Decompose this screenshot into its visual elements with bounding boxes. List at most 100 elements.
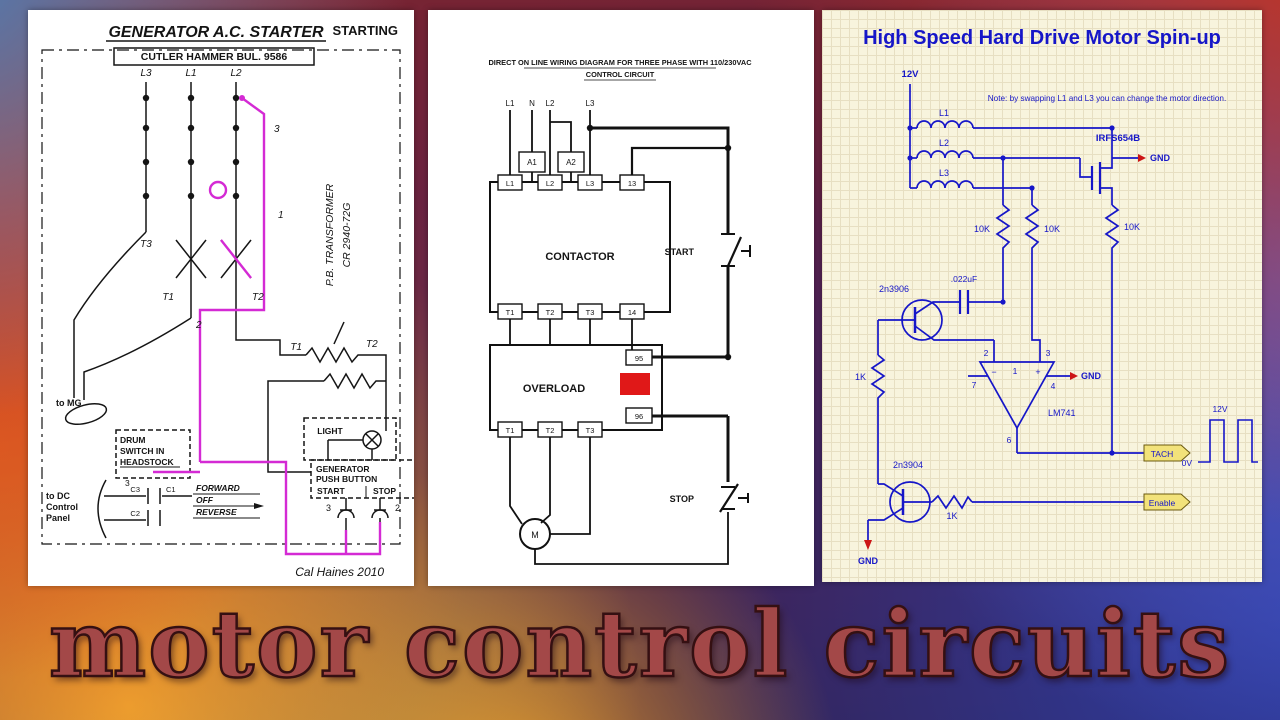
p1-label-t1: T1	[162, 292, 174, 303]
p2-stop-label: STOP	[670, 494, 694, 504]
p1-label-light: LIGHT	[317, 426, 343, 436]
p1-label-reverse: REVERSE	[196, 507, 237, 517]
p2-terminal-ot1: T1	[506, 426, 515, 435]
p2-terminal-cl2: L2	[546, 179, 554, 188]
p1-label-drum: DRUM	[120, 435, 146, 445]
p3-pin-7: 7	[972, 380, 977, 390]
p1-label-generator: GENERATOR	[316, 464, 370, 474]
p3-pin-1: 1	[1013, 366, 1018, 376]
p1-label-start: START	[317, 486, 346, 496]
p1-label-d3: 3	[125, 478, 130, 488]
p1-label-transformer-model: CR 2940-72G	[341, 203, 353, 268]
p2-label-l3: L3	[586, 99, 595, 108]
p1-label-rt1: T1	[290, 342, 302, 353]
p3-label-10k-b: 10K	[1044, 224, 1060, 234]
p3-pin-6: 6	[1007, 435, 1012, 445]
p2-terminal-ct3: T3	[586, 308, 595, 317]
p3-pin-2: 2	[984, 348, 989, 358]
p2-terminal-95: 95	[635, 354, 643, 363]
p1-contact-dots	[142, 94, 240, 200]
p2-label-a1: A1	[527, 158, 537, 167]
p1-magenta-wiring	[153, 95, 382, 556]
p2-terminal-cl3: L3	[586, 179, 594, 188]
p3-markers	[864, 125, 1191, 550]
p2-contactor-label: CONTACTOR	[545, 251, 614, 263]
p3-label-q2: 2n3904	[893, 460, 923, 470]
p1-title: GENERATOR A.C. STARTER	[108, 24, 324, 41]
p3-label-q1: 2n3906	[879, 284, 909, 294]
p1-label-c1: C1	[166, 485, 176, 494]
p1-label-c3: C3	[130, 485, 140, 494]
p1-label-n1: 1	[278, 210, 284, 221]
p1-label-transformer: P.B. TRANSFORMER	[324, 183, 336, 286]
p3-label-10k-c: 10K	[1124, 222, 1140, 232]
p3-enable-flag-label: Enable	[1149, 498, 1176, 508]
panel-generator-ac-starter: GENERATOR A.C. STARTER CUTLER HAMMER BUL…	[28, 10, 414, 586]
p1-credit: Cal Haines 2010	[295, 565, 384, 579]
p2-overload-label: OVERLOAD	[523, 383, 585, 395]
p3-label-12v-wave: 12V	[1212, 404, 1227, 414]
p1-label-forward: FORWARD	[196, 483, 240, 493]
p3-label-gnd-mid: GND	[1081, 371, 1102, 381]
p1-label-t3: T3	[140, 239, 152, 250]
p1-label-to-mg: to MG	[56, 398, 82, 408]
p3-opamp-label: LM741	[1048, 408, 1076, 418]
p2-label-n: N	[529, 99, 535, 108]
p2-nodes	[586, 124, 732, 361]
p3-label-10k-a: 10K	[974, 224, 990, 234]
p2-terminal-96: 96	[635, 412, 643, 421]
p2-header-line2: CONTROL CIRCUIT	[586, 70, 655, 79]
p3-opamp-minus: −	[991, 367, 996, 377]
caption-title: motor control circuits	[48, 590, 1232, 698]
p2-label-l1: L1	[506, 99, 515, 108]
p1-subtitle: CUTLER HAMMER BUL. 9586	[141, 51, 288, 63]
p2-motor-label: M	[531, 530, 539, 540]
p2-terminal-ot3: T3	[586, 426, 595, 435]
dol-schematic: DIRECT ON LINE WIRING DIAGRAM FOR THREE …	[488, 58, 752, 565]
p1-label-stop: STOP	[373, 486, 396, 496]
p3-pin-4: 4	[1051, 381, 1056, 391]
p2-terminal-ct1: T1	[506, 308, 515, 317]
panel-dol-wiring-diagram: DIRECT ON LINE WIRING DIAGRAM FOR THREE …	[428, 10, 814, 586]
p2-terminal-13: 13	[628, 179, 636, 188]
p2-terminal-ct2: T2	[546, 308, 555, 317]
p1-label-c2: C2	[130, 509, 140, 518]
p1-label-n2: 2	[195, 320, 202, 331]
p1-label-headstock: HEADSTOCK	[120, 457, 175, 467]
p2-terminal-ot2: T2	[546, 426, 555, 435]
p1-label-rt2: T2	[366, 339, 378, 350]
p1-label-l2: L2	[230, 68, 242, 79]
p3-label-0v-wave: 0V	[1182, 458, 1193, 468]
p3-label-12v: 12V	[902, 69, 920, 80]
p1-label-to-dc-1: to DC	[46, 491, 70, 501]
p3-wiring	[867, 84, 1258, 540]
p1-label-to-dc-2: Control	[46, 502, 78, 512]
p2-wiring	[489, 67, 729, 565]
p1-label-n3: 3	[274, 124, 280, 135]
p1-label-off: OFF	[196, 495, 214, 505]
p3-label-gnd-top: GND	[1150, 153, 1171, 163]
p1-label-l1: L1	[185, 68, 196, 79]
generator-starter-schematic: GENERATOR A.C. STARTER CUTLER HAMMER BUL…	[41, 23, 414, 579]
p2-control-wiring	[590, 126, 751, 513]
p1-label-b2: 2	[395, 503, 400, 513]
p3-label-l3: L3	[939, 168, 949, 178]
p3-pin-3: 3	[1046, 348, 1051, 358]
panel-hard-drive-spinup: High Speed Hard Drive Motor Spin-up Note…	[822, 10, 1262, 582]
p1-label-l3: L3	[140, 68, 152, 79]
p2-terminal-14: 14	[628, 308, 636, 317]
p2-header-line1: DIRECT ON LINE WIRING DIAGRAM FOR THREE …	[488, 58, 752, 67]
p3-label-gnd-bot: GND	[858, 556, 879, 566]
p2-start-label: START	[665, 247, 695, 257]
p3-label-mosfet: IRFS654B	[1096, 133, 1140, 144]
p3-tach-flag-label: TACH	[1151, 449, 1174, 459]
p3-label-1k-b: 1K	[946, 511, 957, 521]
p3-opamp-plus: +	[1035, 367, 1040, 377]
p1-label-to-dc-3: Panel	[46, 513, 70, 523]
p1-label-t2: T2	[252, 292, 264, 303]
p2-terminal-cl1: L1	[506, 179, 514, 188]
p3-title: High Speed Hard Drive Motor Spin-up	[863, 27, 1221, 49]
p1-label-switch-in: SWITCH IN	[120, 446, 164, 456]
p3-label-l2: L2	[939, 138, 949, 148]
